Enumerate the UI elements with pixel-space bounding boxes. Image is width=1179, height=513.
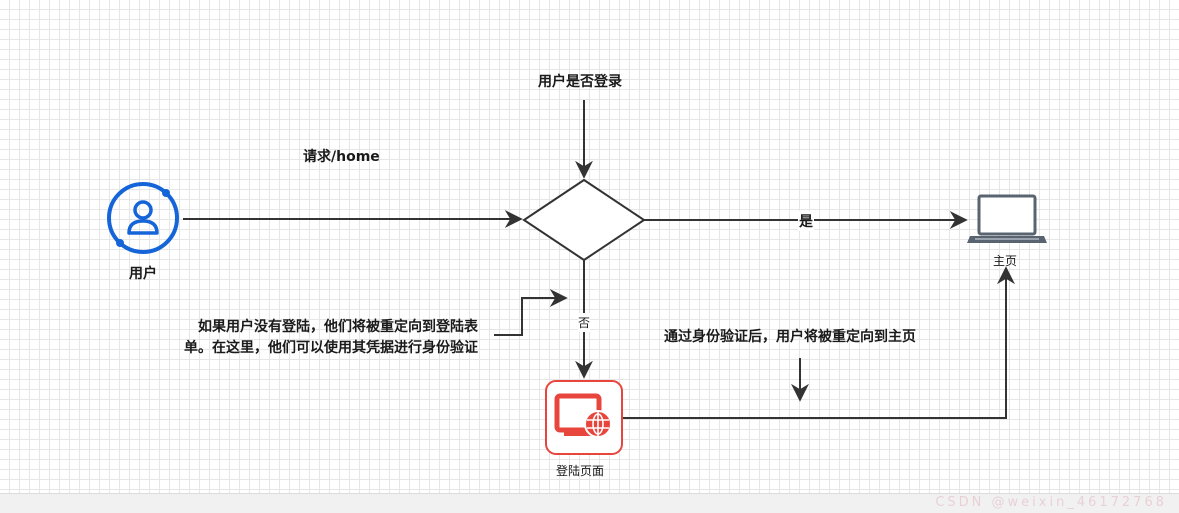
decision-diamond[interactable]: [522, 178, 646, 262]
user-icon[interactable]: [107, 182, 179, 254]
home-label: 主页: [993, 254, 1018, 268]
arrow-login-to-home: [622, 266, 1015, 419]
yes-branch-label: 是: [798, 211, 814, 231]
redirect-note: 如果用户没有登陆，他们将被重定向到登陆表 单。在这里，他们可以使用其凭据进行身份…: [158, 317, 478, 359]
decision-question-label: 用户是否登录: [538, 74, 622, 90]
user-label: 用户: [129, 266, 157, 282]
note-connector: [494, 289, 568, 336]
laptop-icon[interactable]: [967, 194, 1047, 243]
web-page-icon[interactable]: [545, 380, 623, 455]
redirect-note-line-1: 如果用户没有登陆，他们将被重定向到登陆表: [198, 319, 478, 335]
watermark: CSDN @weixin_46172768: [935, 495, 1167, 510]
login-page-label: 登陆页面: [556, 464, 605, 478]
no-branch-label: 否: [578, 313, 591, 332]
bottom-strip: [0, 493, 1179, 513]
request-label: 请求/home: [303, 149, 380, 165]
redirect-note-line-2: 单。在这里，他们可以使用其凭据进行身份验证: [184, 340, 478, 356]
after-auth-note: 通过身份验证后，用户将被重定向到主页: [664, 329, 916, 345]
